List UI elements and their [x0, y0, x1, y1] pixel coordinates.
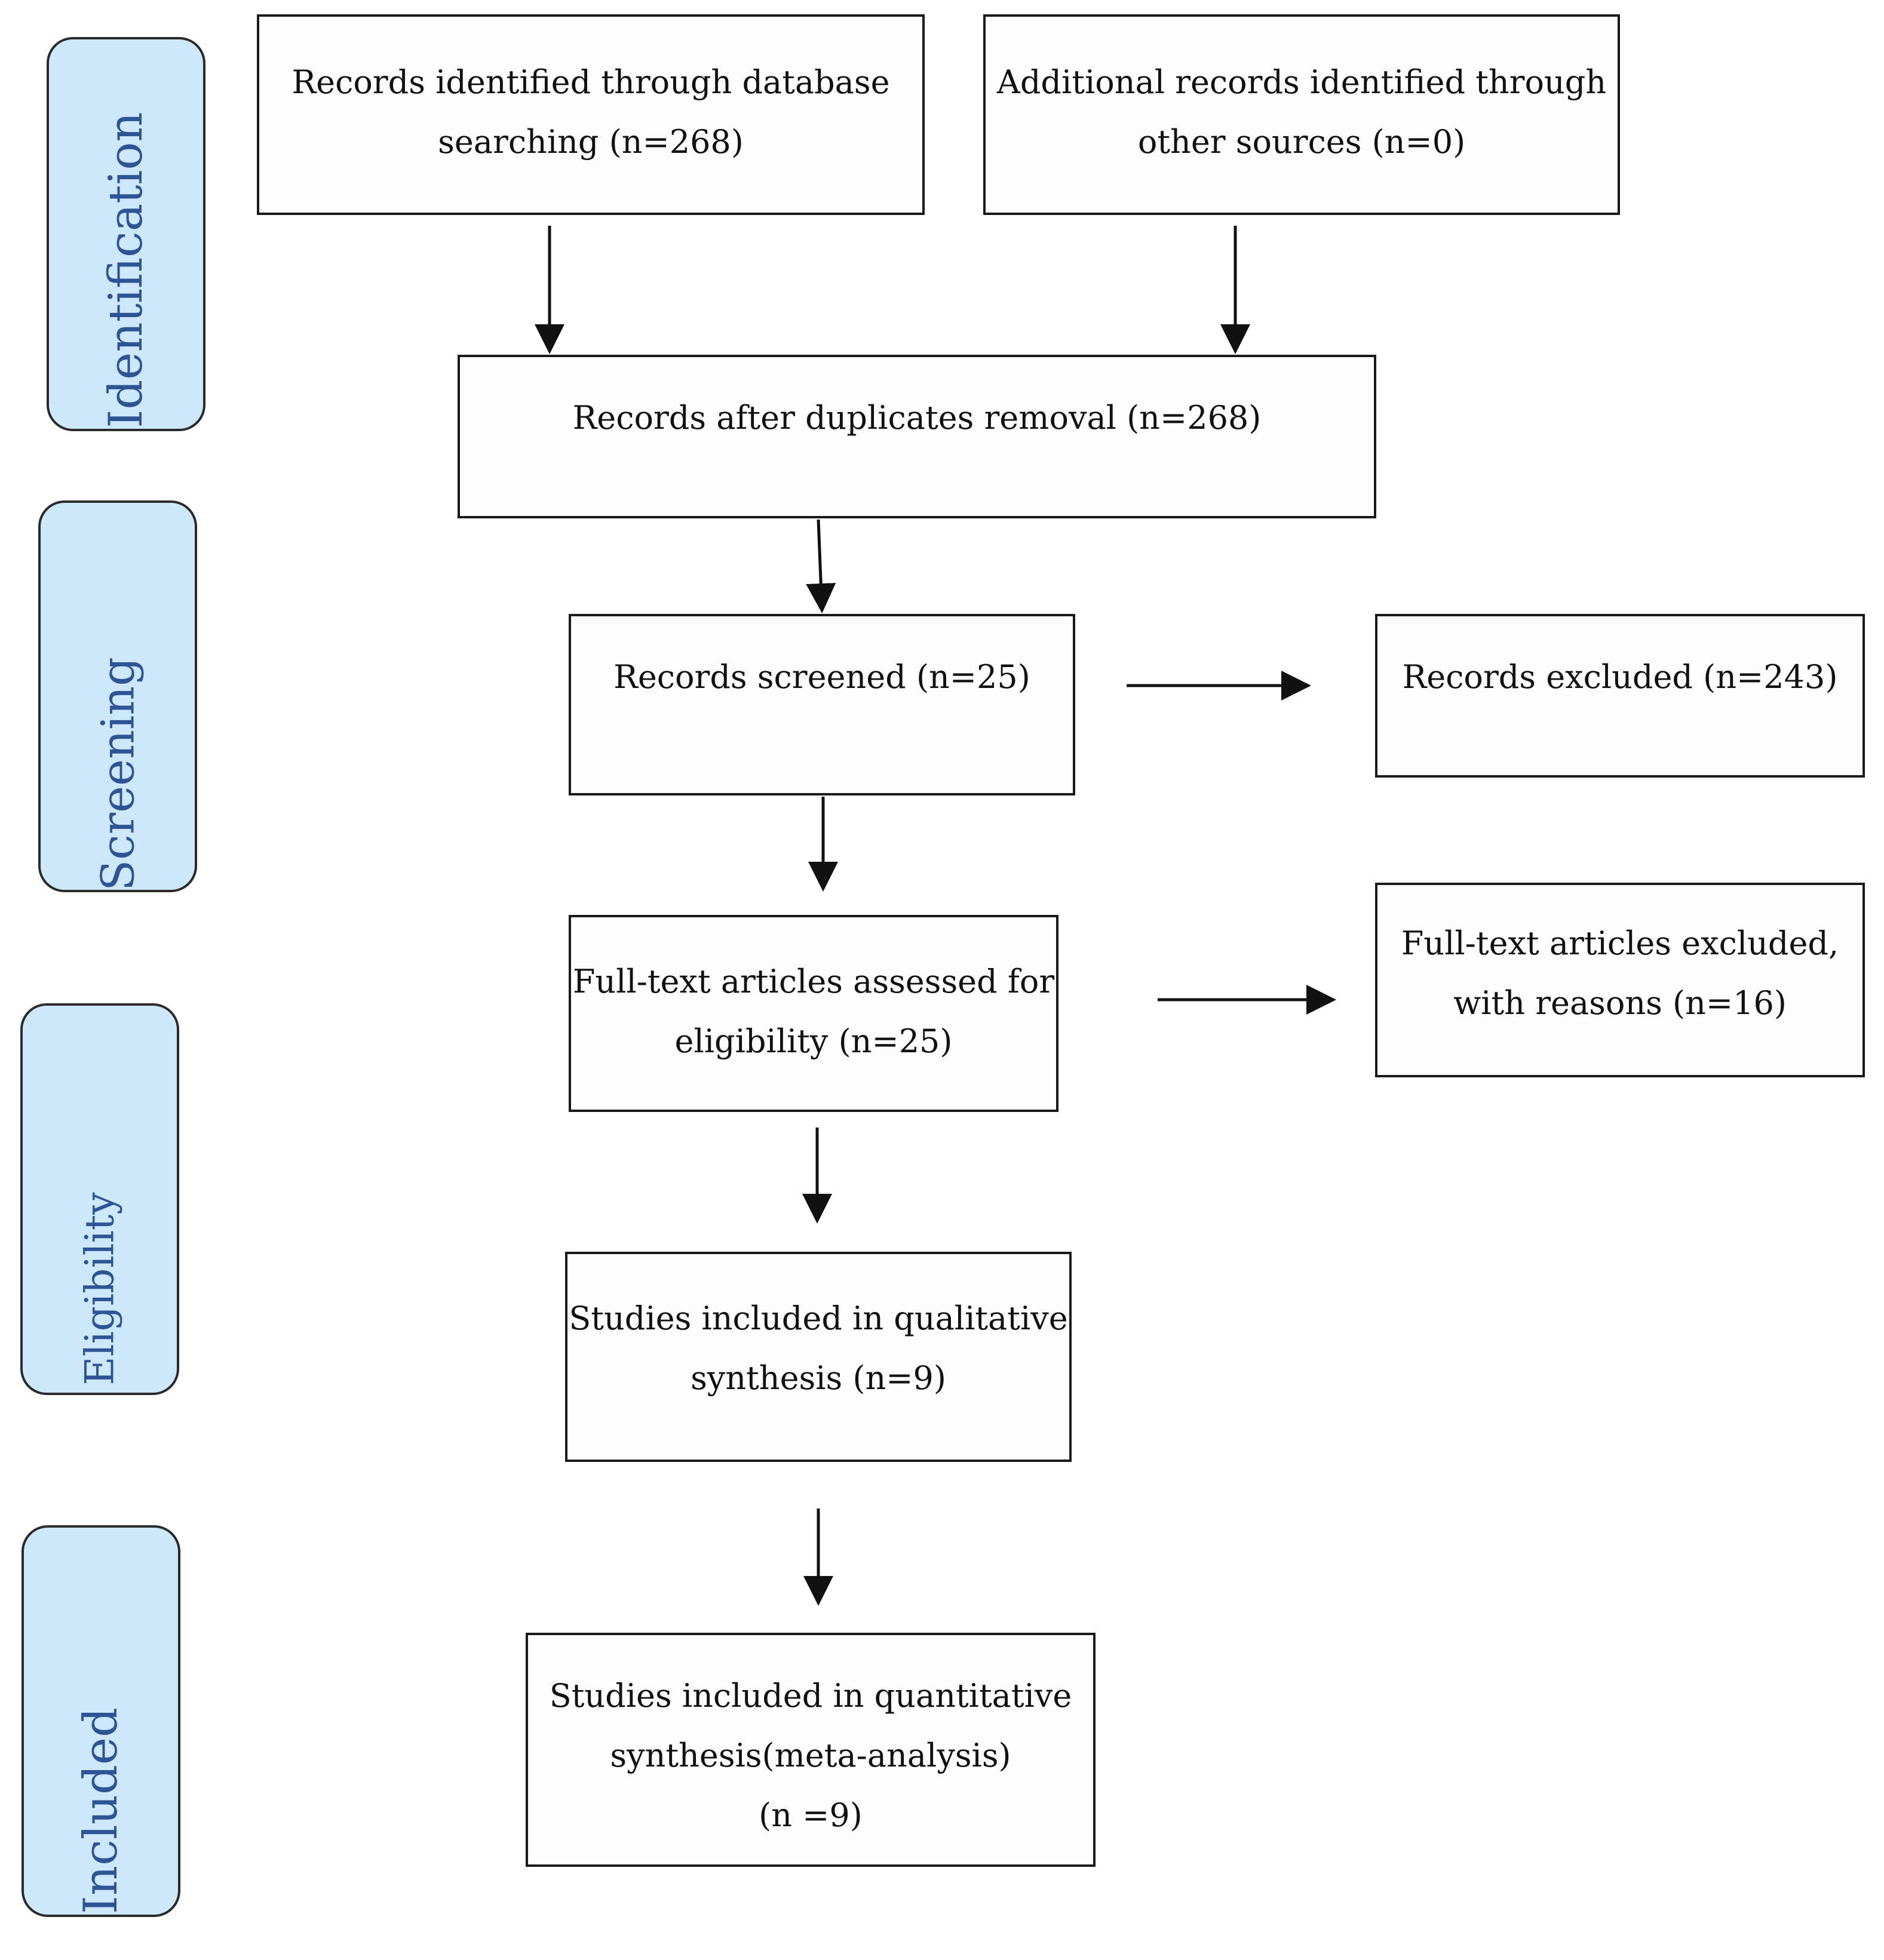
after-duplicates-box: Records after duplicates removal (n=268) [458, 355, 1376, 518]
phase-included: Included [22, 1525, 180, 1917]
database-records-box: Records identified through database sear… [257, 14, 925, 215]
quantitative-line-1: Studies included in quantitative [549, 1677, 1072, 1715]
fulltext-excluded-line-2: with reasons (n=16) [1453, 984, 1787, 1022]
fulltext-assessed-box: Full-text articles assessed for eligibil… [569, 915, 1058, 1112]
excluded-box: Records excluded (n=243) [1375, 614, 1865, 778]
database-records-line-1: Records identified through database [292, 63, 890, 101]
fulltext-assessed-line-1: Full-text articles assessed for [572, 963, 1055, 1000]
phase-screening: Screening [38, 500, 197, 892]
qualitative-box: Studies included in qualitative synthesi… [565, 1252, 1072, 1462]
quantitative-line-2: synthesis(meta-analysis) [610, 1737, 1011, 1774]
after-duplicates-line-1: Records after duplicates removal (n=268) [572, 399, 1262, 437]
qualitative-line-1: Studies included in qualitative [569, 1300, 1068, 1337]
fulltext-assessed-line-2: eligibility (n=25) [674, 1022, 953, 1060]
quantitative-line-3: (n =9) [759, 1796, 863, 1834]
database-records-line-2: searching (n=268) [438, 123, 744, 161]
screened-box: Records screened (n=25) [569, 614, 1075, 795]
screened-line-1: Records screened (n=25) [613, 658, 1030, 696]
quantitative-box: Studies included in quantitative synthes… [526, 1633, 1096, 1867]
excluded-line-1: Records excluded (n=243) [1402, 658, 1838, 696]
other-records-line-1: Additional records identified through [996, 63, 1607, 101]
phase-eligibility: Eligibility [20, 1003, 179, 1395]
fulltext-excluded-line-1: Full-text articles excluded, [1401, 924, 1839, 962]
arrow-duplicates-to-screened [806, 519, 836, 613]
qualitative-line-2: synthesis (n=9) [691, 1359, 946, 1397]
fulltext-excluded-box: Full-text articles excluded, with reason… [1375, 883, 1865, 1077]
phase-identification: Identification [47, 37, 205, 431]
other-records-line-2: other sources (n=0) [1137, 123, 1466, 161]
other-records-box: Additional records identified through ot… [983, 14, 1620, 215]
